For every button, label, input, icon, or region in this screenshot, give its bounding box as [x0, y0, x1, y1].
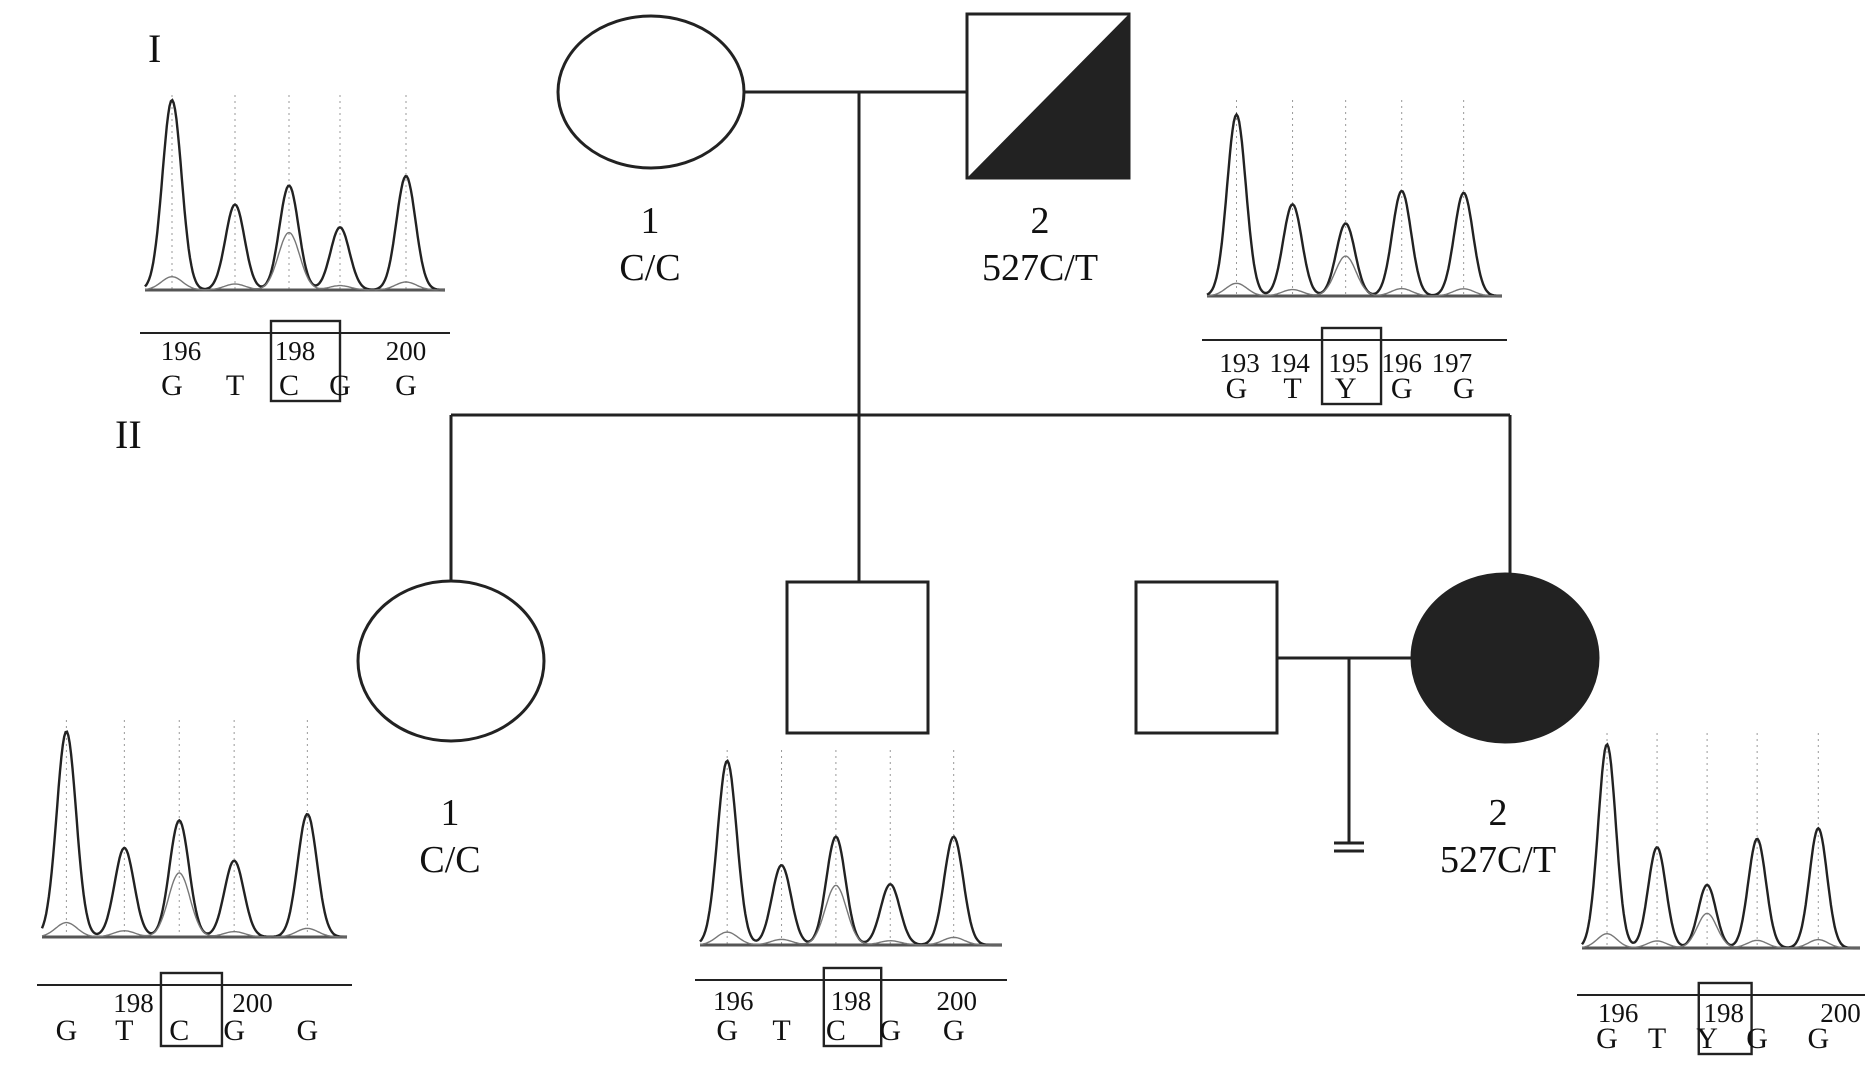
label-I2-number: 2	[1031, 200, 1050, 242]
position-number: 200	[936, 986, 977, 1016]
individual-I1-female-unaffected	[556, 14, 746, 170]
chromatogram-secondary-trace	[1581, 912, 1860, 949]
position-number: 195	[1328, 348, 1369, 378]
position-number: 200	[1820, 998, 1861, 1028]
base-letter: G	[297, 1014, 319, 1047]
base-letter: G	[943, 1014, 965, 1047]
individual-I2-male-carrier	[965, 12, 1131, 180]
chromatogram-secondary-trace	[699, 884, 1002, 946]
variant-highlight-box	[159, 971, 224, 1048]
variant-highlight-box	[1320, 326, 1383, 406]
label-II2-number: 2	[1489, 792, 1508, 834]
position-number: 196	[161, 336, 202, 366]
base-letter: G	[1453, 372, 1475, 405]
base-letter: C	[826, 1014, 846, 1047]
position-number: 196	[1381, 348, 1422, 378]
chromatogram-trace	[144, 98, 445, 292]
label-I1-genotype: C/C	[619, 247, 680, 289]
variant-highlight-box	[269, 319, 342, 403]
base-letter: G	[1596, 1022, 1618, 1055]
chromatogram-secondary-trace	[144, 231, 445, 291]
individual-II-spouse-male-unaffected	[1134, 580, 1279, 735]
base-letter: G	[56, 1014, 78, 1047]
base-letter: T	[226, 369, 244, 402]
generation-label-II: II	[115, 412, 142, 457]
chromatogram-secondary-trace	[41, 872, 347, 938]
base-letter: C	[279, 369, 299, 402]
base-letter: T	[1283, 372, 1301, 405]
base-letter: G	[1226, 372, 1248, 405]
position-number: 197	[1432, 348, 1473, 378]
position-number: 198	[113, 988, 154, 1018]
label-II1-number: 1	[441, 792, 460, 834]
base-letter: G	[716, 1014, 738, 1047]
base-letter: G	[1746, 1022, 1768, 1055]
base-letter: Y	[1696, 1022, 1718, 1055]
base-letter: G	[223, 1014, 245, 1047]
position-number: 198	[1704, 998, 1745, 1028]
chromatogram-trace	[1581, 742, 1860, 950]
chromatogram-trace	[40, 730, 348, 939]
base-letter: G	[161, 369, 183, 402]
chromatogram-trace	[1206, 112, 1502, 298]
chromatogram-secondary-trace	[1206, 255, 1502, 297]
base-letter: C	[169, 1014, 189, 1047]
label-II2-genotype: 527C/T	[1440, 839, 1556, 881]
individual-II-son-male-unaffected	[785, 580, 930, 735]
base-letter: G	[879, 1014, 901, 1047]
base-letter: G	[329, 369, 351, 402]
position-number: 200	[386, 336, 427, 366]
base-letter: G	[1391, 372, 1413, 405]
chromatogram-trace	[699, 758, 1002, 947]
base-letter: T	[772, 1014, 790, 1047]
variant-highlight-box	[1697, 981, 1753, 1056]
position-number: 196	[713, 986, 754, 1016]
label-II1-genotype: C/C	[419, 839, 480, 881]
position-number: 198	[831, 986, 872, 1016]
variant-highlight-box	[822, 966, 883, 1048]
position-number: 198	[275, 336, 316, 366]
position-number: 194	[1269, 348, 1310, 378]
base-letter: G	[395, 369, 417, 402]
label-I2-genotype: 527C/T	[982, 247, 1098, 289]
label-I1-number: 1	[641, 200, 660, 242]
base-letter: T	[115, 1014, 133, 1047]
pedigree-lines	[449, 90, 1512, 853]
individual-II1-female-unaffected	[356, 579, 546, 743]
base-letter: T	[1648, 1022, 1666, 1055]
base-letter: Y	[1335, 372, 1357, 405]
position-number: 200	[232, 988, 273, 1018]
generation-label-I: I	[148, 26, 161, 71]
position-number: 196	[1598, 998, 1639, 1028]
base-letter: G	[1807, 1022, 1829, 1055]
position-number: 193	[1219, 348, 1260, 378]
individual-II2-female-affected	[1410, 572, 1600, 744]
